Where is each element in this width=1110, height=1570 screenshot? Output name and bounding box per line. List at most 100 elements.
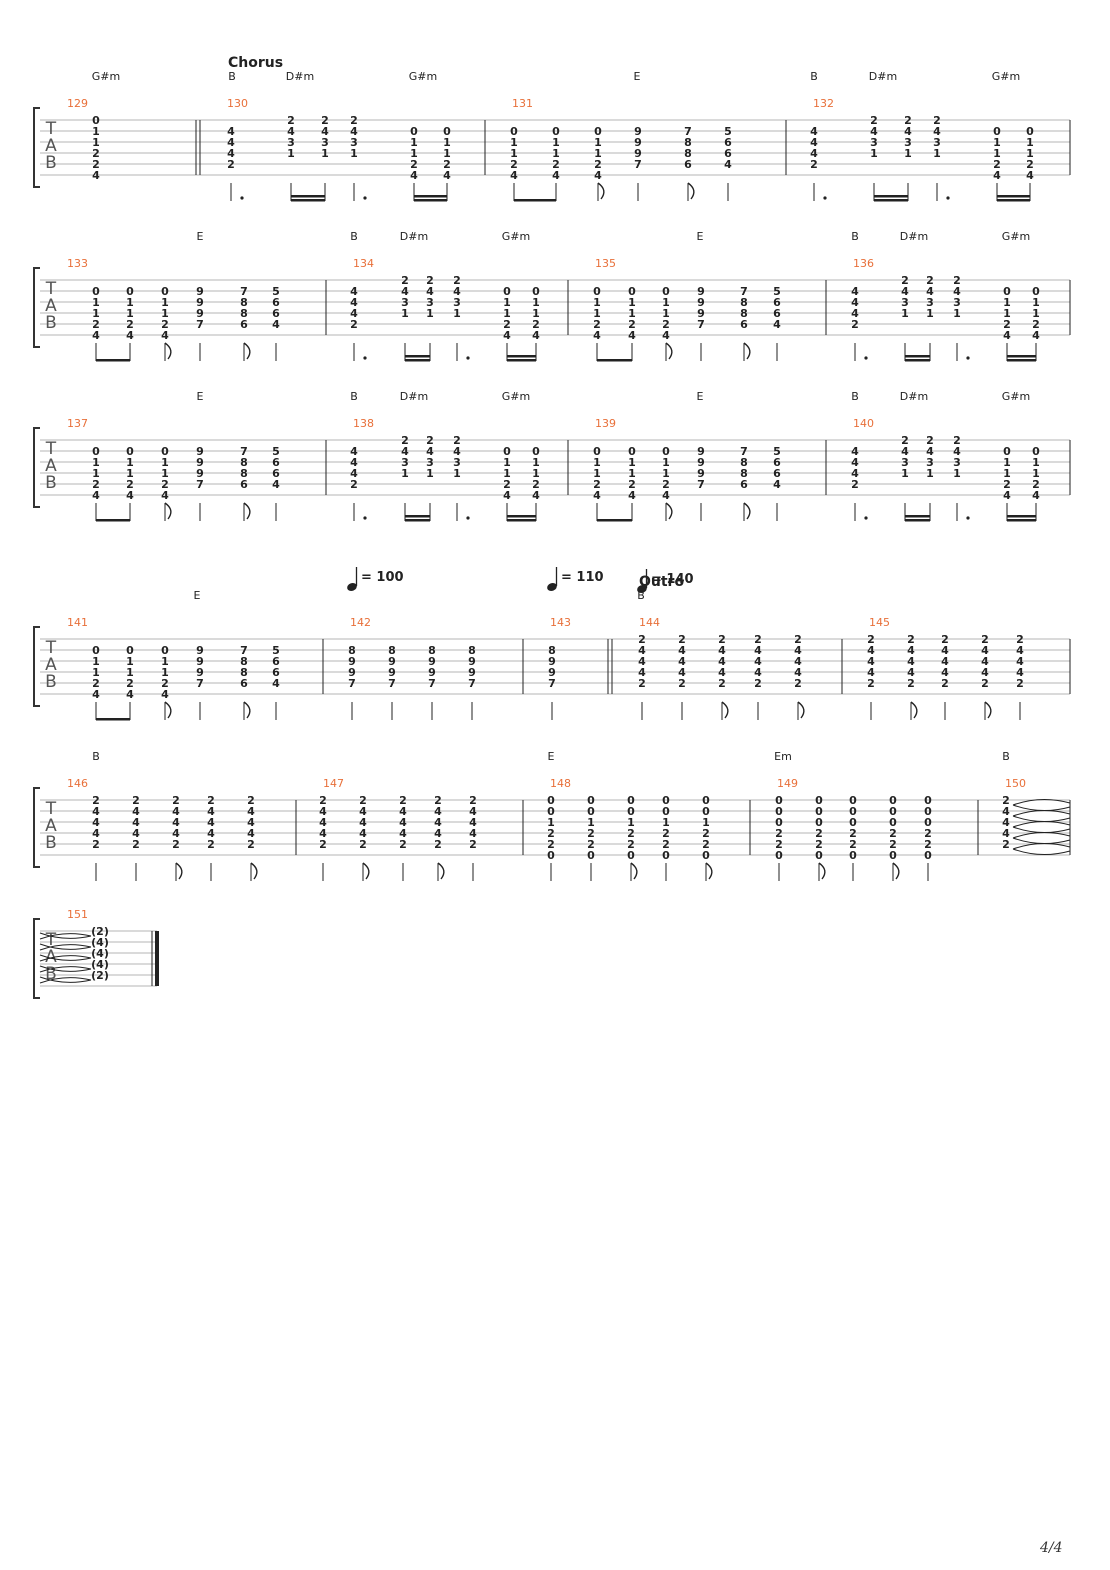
tie-arc: [39, 966, 92, 973]
chord-name: D#m: [400, 230, 428, 243]
chord-name: B: [228, 70, 236, 83]
fret-number: 0: [532, 285, 540, 298]
fret-number: 1: [401, 467, 409, 480]
fret-number: 4: [953, 445, 961, 458]
note-beam-16th: [997, 195, 1030, 198]
fret-number: 8: [240, 666, 248, 679]
fret-number: 1: [503, 467, 511, 480]
tie-arc: [1012, 815, 1071, 822]
fret-number: 0: [547, 849, 555, 862]
fret-number: 3: [953, 456, 961, 469]
fret-number: 2: [754, 677, 762, 690]
fret-number: 0: [702, 849, 710, 862]
fret-number: 0: [587, 794, 595, 807]
fret-number: 0: [889, 794, 897, 807]
fret-number: 6: [272, 467, 280, 480]
fret-number: 1: [92, 307, 100, 320]
fret-number: 2: [901, 274, 909, 287]
tab-system: TAB1462444224442244422444224442147244422…: [33, 750, 1071, 881]
rhythm-dot: [363, 516, 367, 520]
fret-number: 1: [532, 296, 540, 309]
fret-number: 4: [532, 489, 540, 502]
fret-number: 4: [851, 296, 859, 309]
fret-number: 1: [901, 467, 909, 480]
fret-number: 4: [319, 827, 327, 840]
fret-number: 8: [240, 456, 248, 469]
fret-number: 4: [1016, 644, 1024, 657]
fret-number: 1: [532, 307, 540, 320]
fret-number: 4: [399, 805, 407, 818]
fret-number: 7: [348, 677, 356, 690]
fret-number: 2: [907, 677, 915, 690]
fret-number: 0: [443, 125, 451, 138]
tie-arc: [1012, 837, 1071, 844]
fret-number: 4: [941, 655, 949, 668]
fret-number: 2: [981, 677, 989, 690]
tab-clef-letter: B: [45, 672, 57, 692]
fret-number: 4: [993, 169, 1001, 182]
fret-number: 4: [207, 805, 215, 818]
fret-number: 4: [678, 655, 686, 668]
fret-number: 1: [662, 816, 670, 829]
fret-number: 2: [594, 158, 602, 171]
fret-number: 7: [428, 677, 436, 690]
measure-number: 146: [67, 777, 88, 790]
fret-number: 2: [718, 677, 726, 690]
fret-number: 0: [126, 445, 134, 458]
fret-number: 7: [388, 677, 396, 690]
fret-number: 4: [851, 445, 859, 458]
tab-clef-letter: A: [45, 816, 57, 836]
note-beam-16th: [1007, 515, 1036, 518]
fret-number: 4: [1002, 827, 1010, 840]
fret-number: 4: [172, 816, 180, 829]
fret-number: 8: [684, 147, 692, 160]
note-flag: [705, 862, 713, 880]
fret-number: 3: [904, 136, 912, 149]
fret-number: 2: [401, 274, 409, 287]
fret-number: 1: [662, 296, 670, 309]
note-flag: [164, 701, 172, 719]
chord-name: D#m: [900, 230, 928, 243]
note-flag: [243, 701, 251, 719]
chord-name: D#m: [286, 70, 314, 83]
fret-number: 9: [697, 307, 705, 320]
fret-number: 1: [594, 147, 602, 160]
fret-number: 2: [426, 274, 434, 287]
note-beam: [874, 199, 908, 202]
chord-name: G#m: [502, 390, 530, 403]
fret-number: 2: [126, 318, 134, 331]
fret-number: 1: [503, 456, 511, 469]
fret-number: 9: [388, 666, 396, 679]
fret-number: 2: [359, 838, 367, 851]
fret-number: 9: [196, 644, 204, 657]
fret-number: 4: [1002, 816, 1010, 829]
fret-number: 9: [196, 307, 204, 320]
fret-number: 0: [587, 849, 595, 862]
fret-number: 2: [532, 478, 540, 491]
tie-arc: [39, 944, 92, 951]
tie-arc: [39, 932, 92, 939]
fret-number: 0: [92, 445, 100, 458]
fret-number: 2: [593, 318, 601, 331]
tie-arc: [1012, 821, 1071, 828]
fret-number: 9: [348, 666, 356, 679]
fret-number: 8: [240, 655, 248, 668]
fret-number: 4: [867, 655, 875, 668]
fret-number: 4: [1032, 329, 1040, 342]
fret-number: 6: [724, 147, 732, 160]
note-flag: [250, 862, 258, 880]
fret-number: 2: [638, 633, 646, 646]
fret-number: 4: [1016, 666, 1024, 679]
note-beam: [597, 519, 632, 522]
fret-number: 4: [469, 816, 477, 829]
note-beam: [414, 199, 447, 202]
chord-name: G#m: [92, 70, 120, 83]
chord-name: B: [851, 390, 859, 403]
fret-number: 2: [662, 838, 670, 851]
note-flag: [743, 342, 751, 360]
fret-number: 2: [889, 827, 897, 840]
fret-number: 0: [503, 285, 511, 298]
fret-number: 1: [510, 136, 518, 149]
note-beam: [96, 359, 130, 362]
chord-name: E: [548, 750, 555, 763]
